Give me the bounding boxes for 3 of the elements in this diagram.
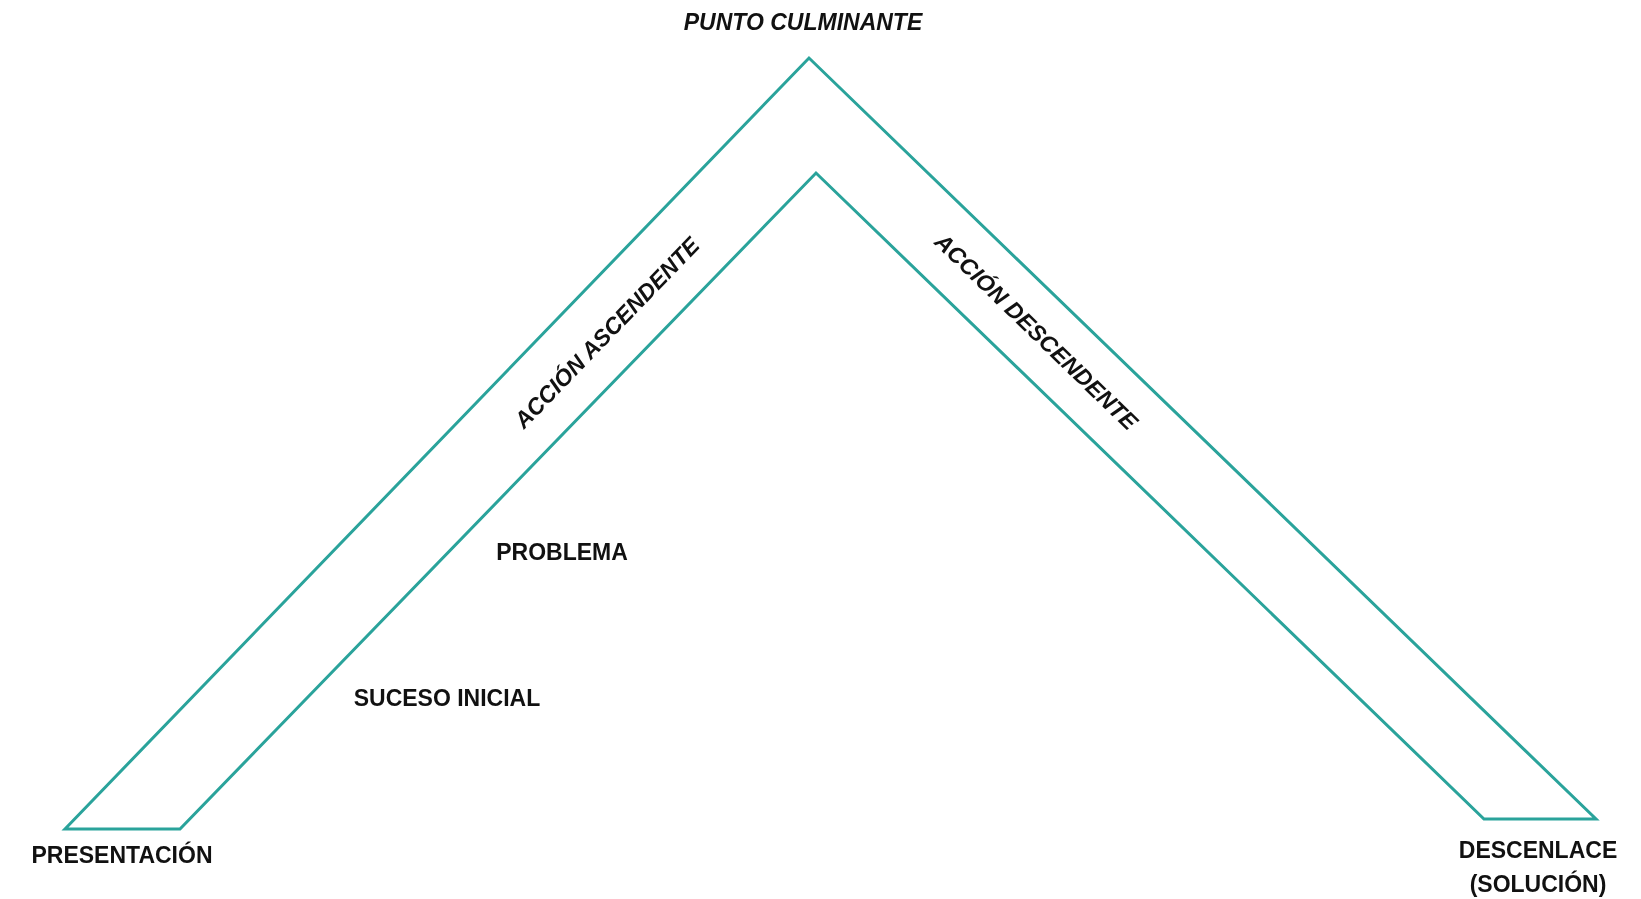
- climax-label: PUNTO CULMINANTE: [683, 8, 923, 36]
- stage-label: PRESENTACIÓN: [31, 841, 213, 869]
- stage-label: DESCENLACE (SOLUCIÓN): [1457, 836, 1619, 899]
